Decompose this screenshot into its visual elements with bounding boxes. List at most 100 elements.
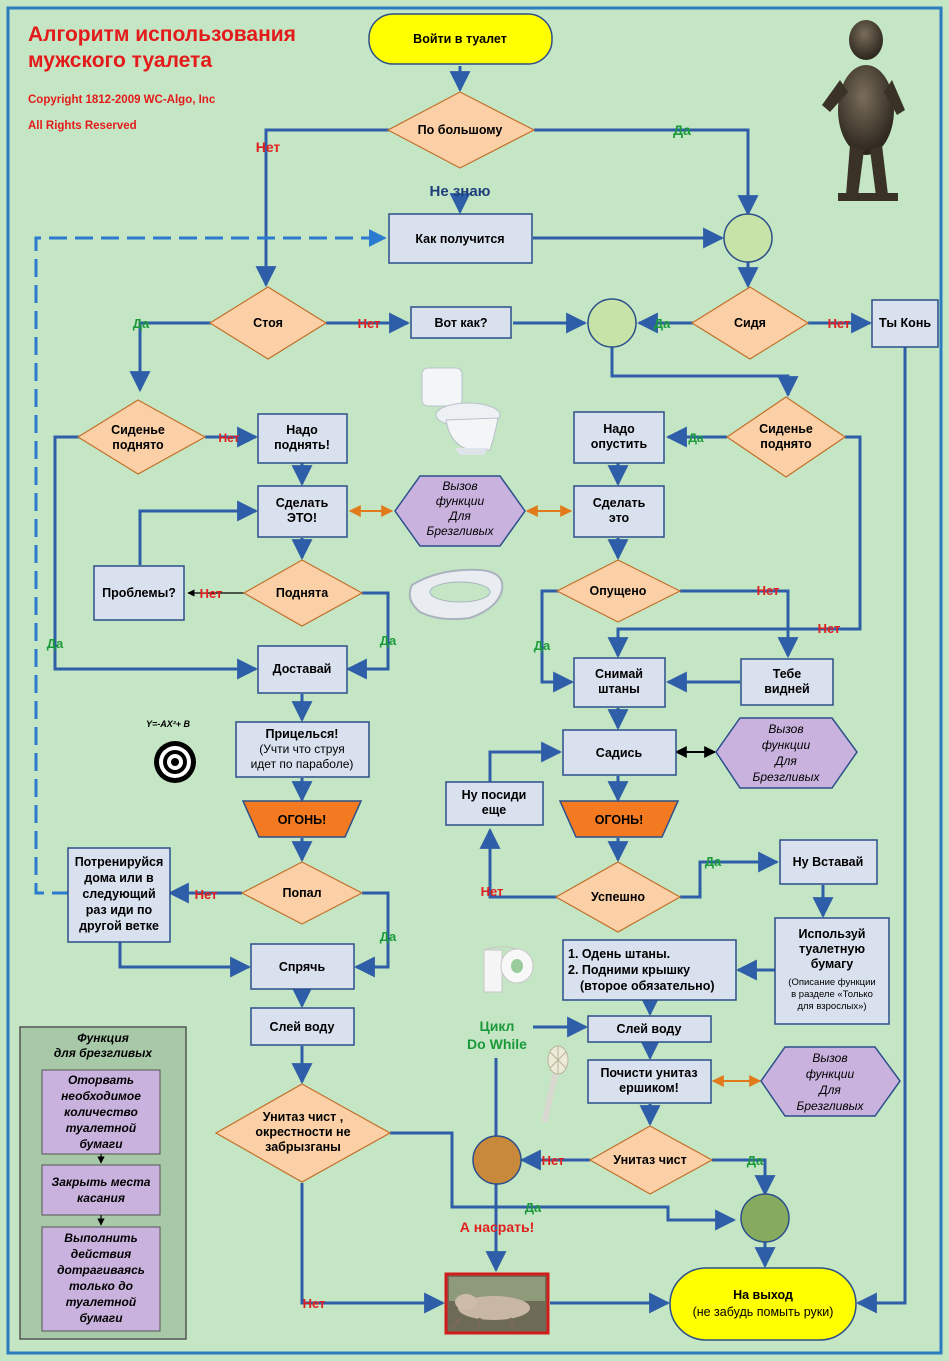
toilet-image xyxy=(421,367,501,455)
target-icon xyxy=(154,741,196,783)
process-flush-right-label: Слей воду xyxy=(617,1022,682,1036)
label-yes-success: Да xyxy=(705,854,722,869)
function-call-3 xyxy=(760,1046,901,1117)
decision-raised xyxy=(242,559,364,627)
function-call-1 xyxy=(394,475,526,547)
label-no-lowered: Нет xyxy=(757,583,780,598)
process-whatever-label: Как получится xyxy=(415,232,504,246)
process-hide xyxy=(250,943,355,990)
decision-lowered-label: Опущено xyxy=(590,584,647,598)
label-yes-by-big: Да xyxy=(673,122,691,138)
toilet-seat-image xyxy=(408,568,504,621)
rights-text: All Rights Reserved xyxy=(28,120,137,132)
decision-clean-right xyxy=(588,1125,714,1195)
label-no-seat-left: Нет xyxy=(218,431,239,445)
label-no-success: Нет xyxy=(481,884,504,899)
process-aim xyxy=(235,721,370,778)
page-border xyxy=(6,6,943,1355)
decision-by-big xyxy=(386,91,536,169)
process-flush-left-label: Слей воду xyxy=(270,1020,335,1034)
process-get-up xyxy=(779,839,878,885)
process-horse xyxy=(871,299,939,348)
process-need-lower xyxy=(573,411,665,464)
connector-loop xyxy=(472,1135,522,1185)
label-dont-know: Не знаю xyxy=(429,183,490,200)
label-no-hit: Нет xyxy=(195,887,218,902)
exit-terminal xyxy=(669,1267,857,1341)
function-call-arrows xyxy=(348,505,762,1087)
label-no-by-big: Нет xyxy=(256,139,281,155)
label-no-seat-right: Нет xyxy=(818,621,841,636)
decision-raised-label: Поднята xyxy=(276,586,329,600)
label-no-clean-right: Нет xyxy=(542,1153,565,1168)
label-yes-seat-left: Да xyxy=(47,636,64,651)
legend-step-3 xyxy=(41,1226,161,1332)
fire-left xyxy=(241,800,363,838)
fire-right-label: ОГОНЬ! xyxy=(595,813,644,827)
label-yes-sitting: Да xyxy=(654,316,671,331)
legend-step-1 xyxy=(41,1069,161,1155)
process-hide-label: Спрячь xyxy=(279,960,326,974)
decision-success-label: Успешно xyxy=(591,890,645,904)
process-sit-more xyxy=(445,781,544,826)
process-do-it-right xyxy=(573,485,665,538)
process-like-this xyxy=(410,306,512,339)
decision-standing-label: Стоя xyxy=(253,316,283,330)
process-sit xyxy=(562,729,677,776)
formula-text: Y=-AX²+ B xyxy=(146,719,191,729)
fire-left-label: ОГОНЬ! xyxy=(278,813,327,827)
connector-middle xyxy=(587,298,637,348)
decision-standing xyxy=(208,286,328,360)
label-no-sitting: Нет xyxy=(828,316,851,331)
dashed-return-line xyxy=(34,229,387,895)
function-call-2 xyxy=(715,717,858,789)
decision-lowered xyxy=(555,559,682,623)
process-flush-left xyxy=(250,1007,355,1046)
decision-hit-label: Попал xyxy=(282,886,321,900)
flow-lines xyxy=(53,66,907,1314)
label-yes-seat-right: Да xyxy=(688,431,704,445)
decision-sitting-label: Сидя xyxy=(734,316,766,330)
process-get-up-label: Ну Вставай xyxy=(793,855,864,869)
connector-bottom xyxy=(740,1193,790,1243)
decision-seat-up-right xyxy=(725,396,847,478)
label-yes-clean-right: Да xyxy=(747,1153,764,1168)
poop-label: А насрать! xyxy=(460,1219,535,1235)
process-need-raise xyxy=(257,413,348,464)
process-problems xyxy=(93,565,185,621)
decision-clean-left xyxy=(214,1083,392,1183)
decision-success xyxy=(554,861,682,933)
exit-label: На выход(не забудь помыть руки) xyxy=(693,1288,834,1319)
process-sit-label: Садись xyxy=(596,746,643,760)
process-problems-label: Проблемы? xyxy=(102,586,176,600)
connector-top xyxy=(723,213,773,263)
copyright-text: Copyright 1812-2009 WC-Algo, Inc xyxy=(28,94,216,106)
process-flush-right xyxy=(587,1015,712,1043)
label-yes-hit: Да xyxy=(380,929,397,944)
process-use-paper xyxy=(774,917,890,1025)
decision-sitting xyxy=(690,286,810,360)
decision-seat-up-left xyxy=(76,399,207,475)
label-yes-clean-left: Да xyxy=(525,1200,542,1215)
decision-clean-right-label: Унитаз чист xyxy=(613,1153,686,1167)
label-no-clean-left: Нет xyxy=(303,1296,326,1311)
start-terminal xyxy=(368,13,553,65)
